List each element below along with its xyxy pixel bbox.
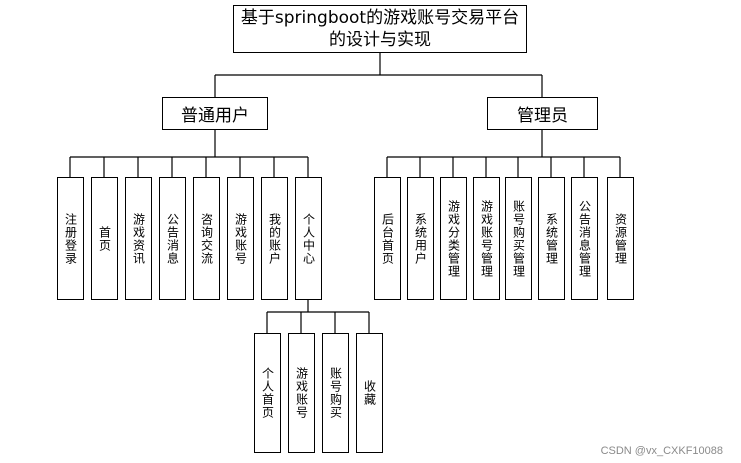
leaf-system-mgmt: 系统管理 <box>538 177 565 300</box>
leaf-system-users: 系统用户 <box>407 177 434 300</box>
leaf-label: 游戏资讯 <box>131 212 146 265</box>
sub-leaf-personal-home: 个人首页 <box>254 333 281 453</box>
leaf-game-account-mgmt: 游戏账号管理 <box>473 177 500 300</box>
leaf-game-news: 游戏资讯 <box>125 177 152 300</box>
leaf-label: 资源管理 <box>613 212 628 265</box>
leaf-label: 游戏分类管理 <box>446 199 461 278</box>
leaf-label: 公告消息管理 <box>577 199 592 278</box>
leaf-label: 系统管理 <box>544 212 559 265</box>
node-admin: 管理员 <box>487 97 598 130</box>
leaf-resource-mgmt: 资源管理 <box>607 177 634 300</box>
watermark: CSDN @vx_CXKF10088 <box>600 445 723 457</box>
sub-leaf-account-purchase: 账号购买 <box>322 333 349 453</box>
leaf-game-category-mgmt: 游戏分类管理 <box>440 177 467 300</box>
node-admin-label: 管理员 <box>517 106 568 126</box>
leaf-label: 咨询交流 <box>199 212 214 265</box>
leaf-label: 我的账户 <box>267 212 282 265</box>
leaf-label: 游戏账号 <box>294 367 309 419</box>
node-regular-user: 普通用户 <box>162 97 268 130</box>
leaf-announcement-mgmt: 公告消息管理 <box>571 177 598 300</box>
leaf-announcements: 公告消息 <box>159 177 186 300</box>
leaf-my-account: 我的账户 <box>261 177 288 300</box>
leaf-game-account: 游戏账号 <box>227 177 254 300</box>
leaf-label: 游戏账号 <box>233 212 248 265</box>
leaf-label: 公告消息 <box>165 212 180 265</box>
leaf-consult-exchange: 咨询交流 <box>193 177 220 300</box>
root-label: 基于springboot的游戏账号交易平台的设计与实现 <box>240 8 520 50</box>
sub-leaf-favorites: 收藏 <box>356 333 383 453</box>
leaf-label: 后台首页 <box>380 212 395 265</box>
leaf-register-login: 注册登录 <box>57 177 84 300</box>
leaf-personal-center: 个人中心 <box>295 177 322 300</box>
leaf-admin-home: 后台首页 <box>374 177 401 300</box>
leaf-account-purchase-mgmt: 账号购买管理 <box>505 177 532 300</box>
leaf-home: 首页 <box>91 177 118 300</box>
leaf-label: 收藏 <box>362 380 377 406</box>
sub-leaf-game-account: 游戏账号 <box>288 333 315 453</box>
leaf-label: 系统用户 <box>413 212 428 265</box>
leaf-label: 个人首页 <box>260 367 275 419</box>
root-node: 基于springboot的游戏账号交易平台的设计与实现 <box>233 5 527 53</box>
node-regular-user-label: 普通用户 <box>181 106 249 126</box>
leaf-label: 首页 <box>97 225 112 252</box>
leaf-label: 游戏账号管理 <box>479 199 494 278</box>
leaf-label: 注册登录 <box>63 212 78 265</box>
leaf-label: 账号购买管理 <box>511 199 526 278</box>
leaf-label: 个人中心 <box>301 212 316 265</box>
leaf-label: 账号购买 <box>328 367 343 419</box>
